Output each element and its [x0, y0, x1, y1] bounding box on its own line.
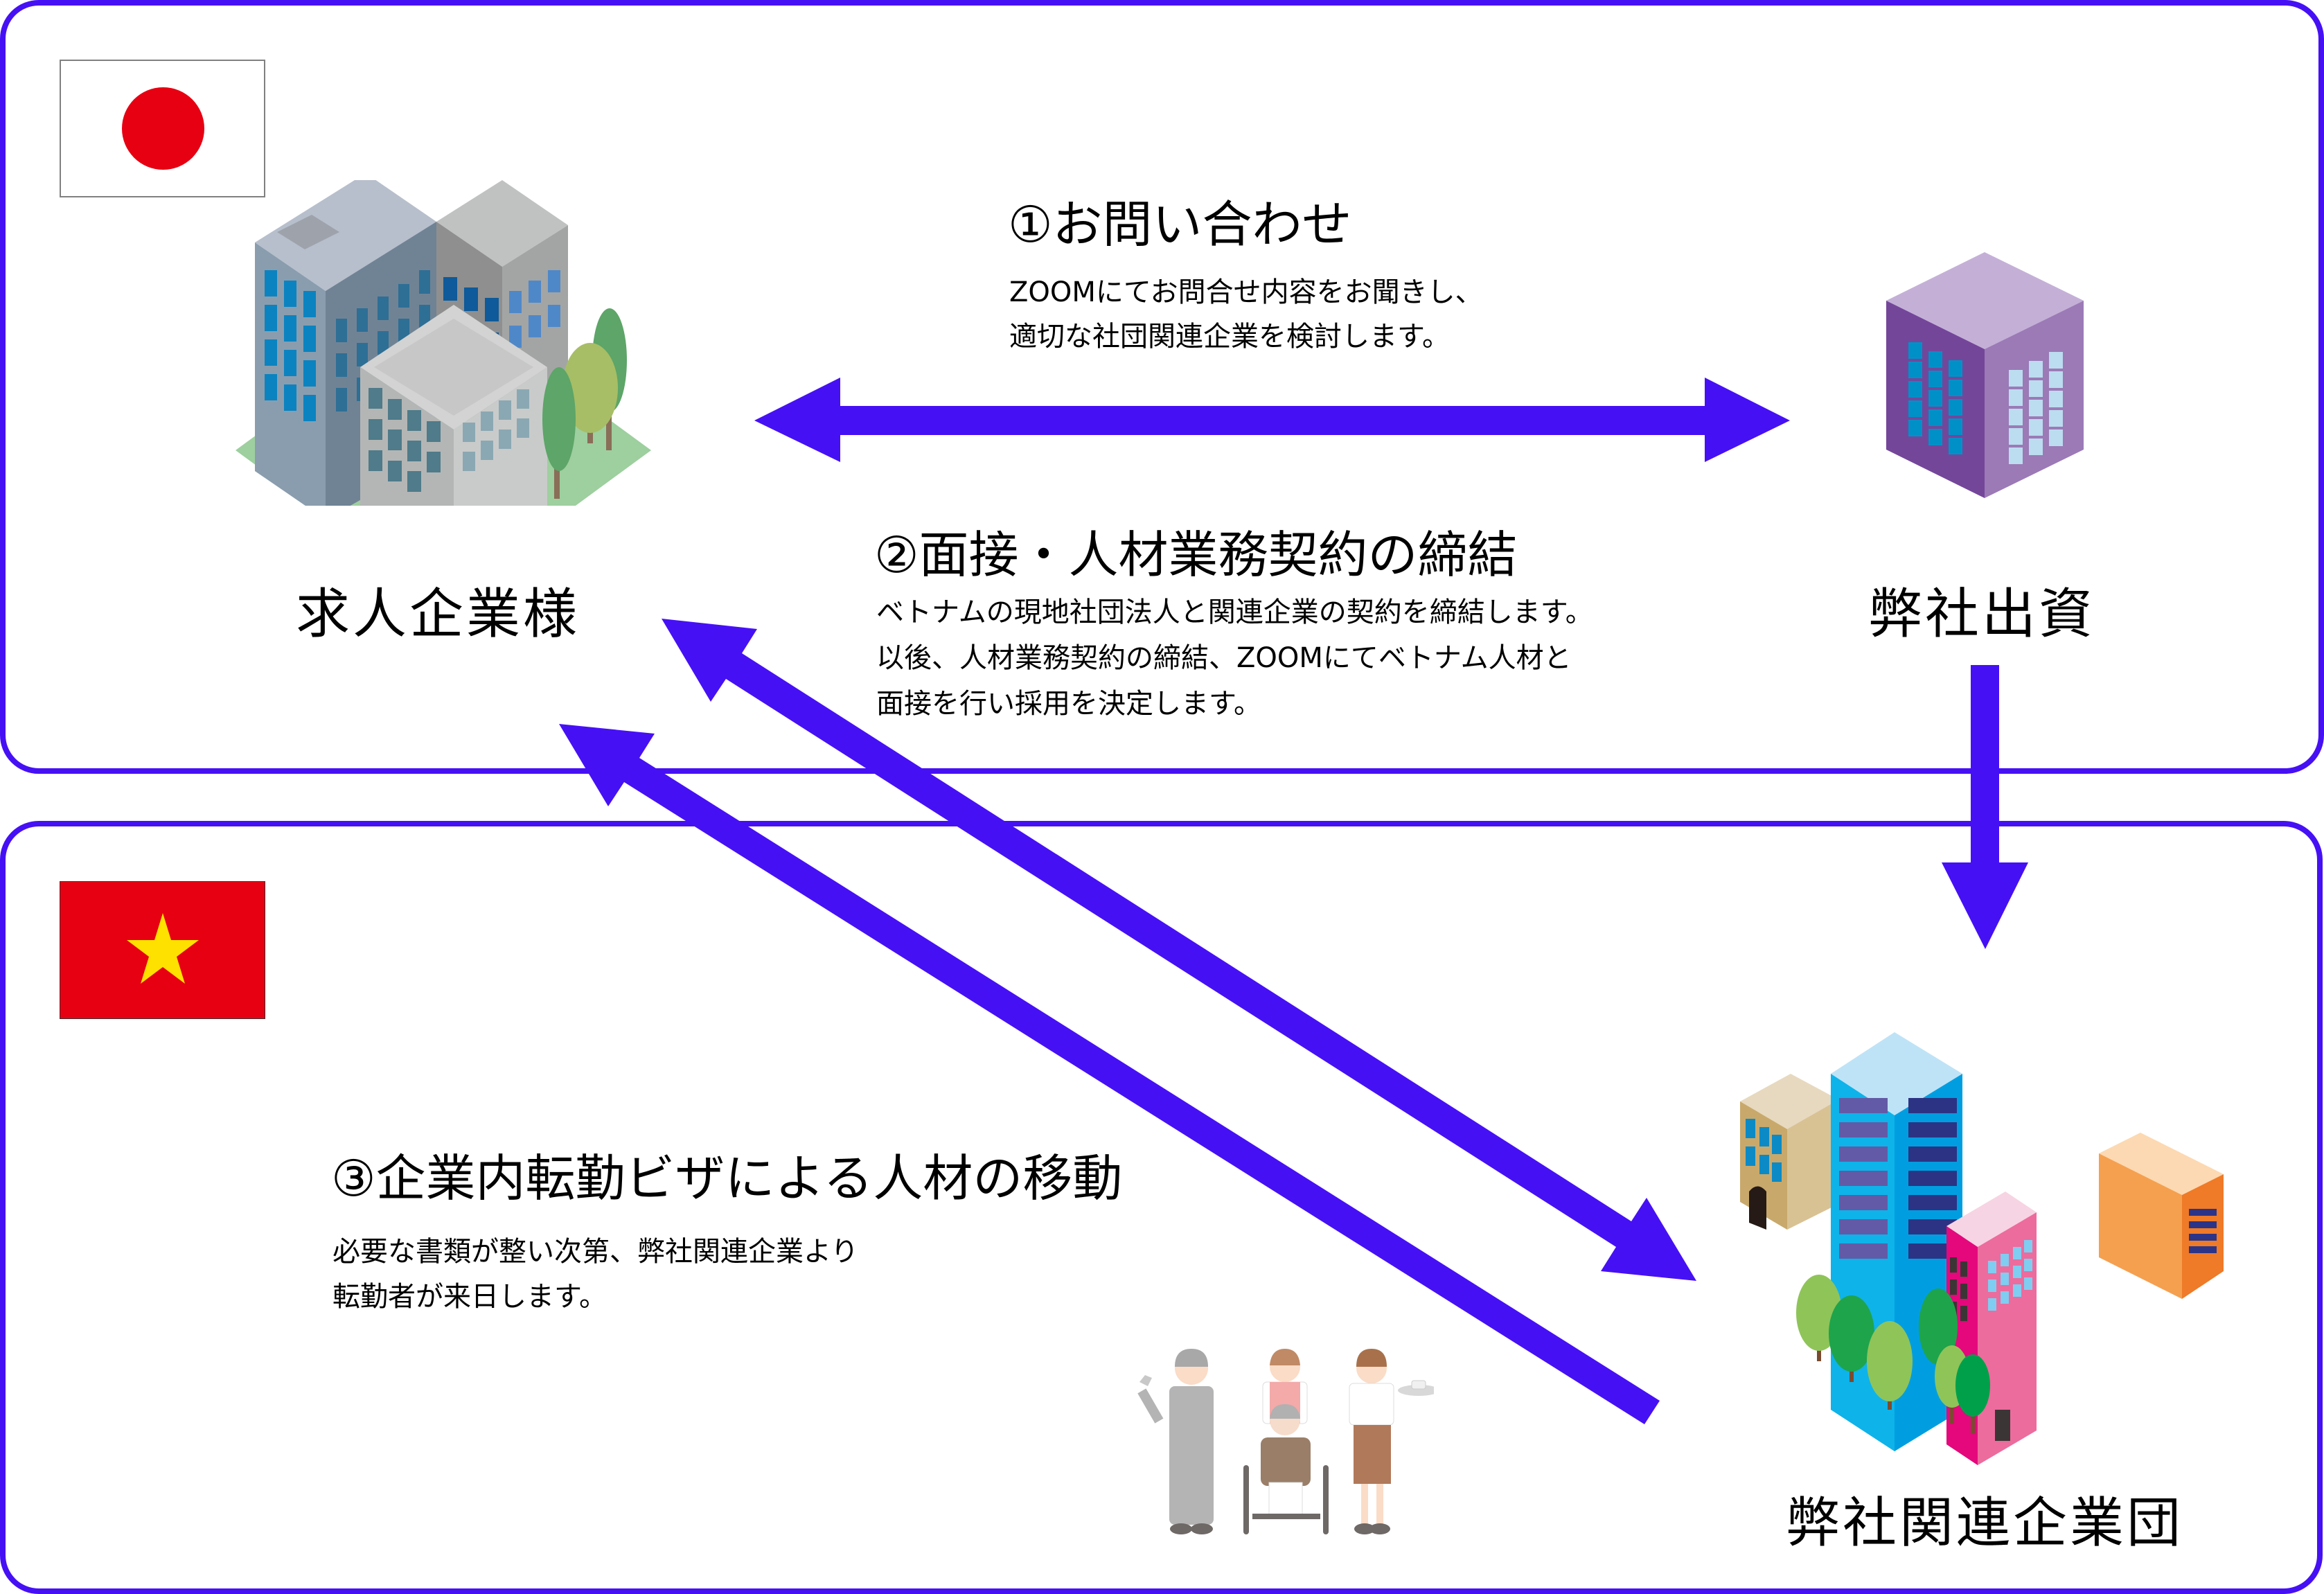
contract-arrow	[662, 619, 1696, 1281]
purple-building-icon	[1886, 252, 2084, 498]
step3-title: ③企業内転勤ビザによる人材の移動	[331, 1149, 1123, 1207]
step3-text-line2: 転勤者が来日します。	[332, 1281, 607, 1313]
step2-text-line1: ベトナムの現地社団法人と関連企業の契約を締結します。	[876, 596, 1593, 628]
client-company-label: 求人企業様	[296, 583, 580, 646]
colorful-buildings-icon	[1740, 1032, 2224, 1465]
step1-text-line1: ZOOMにてお問合せ内容をお聞きし、	[1009, 276, 1483, 308]
inquiry-arrow	[754, 378, 1790, 462]
step3-text-line1: 必要な書類が整い次第、弊社関連企業より	[332, 1236, 859, 1268]
step1-text-line2: 適切な社団関連企業を検討します。	[1009, 321, 1450, 353]
japan-flag-sun	[122, 87, 204, 170]
office-buildings-icon	[236, 180, 651, 506]
vietnam-flag-icon	[60, 881, 265, 1019]
step2-text-line2: 以後、人材業務契約の締結、ZOOMにてベトナム人材と	[876, 642, 1572, 674]
step1-title: ①お問い合わせ	[1008, 195, 1352, 254]
our-investment-label: 弊社出資	[1868, 583, 2096, 646]
affiliate-group-label: 弊社関連企業団	[1786, 1492, 2184, 1555]
japan-flag-icon	[60, 60, 265, 197]
investment-arrow	[1942, 665, 2028, 949]
workers-group-icon	[1137, 1349, 1434, 1534]
step2-text-line3: 面接を行い採用を決定します。	[876, 688, 1261, 720]
vietnam-flag-star-icon	[127, 913, 199, 984]
transfer-arrow	[559, 724, 1660, 1424]
step2-title: ②面接・人材業務契約の締結	[874, 526, 1518, 584]
